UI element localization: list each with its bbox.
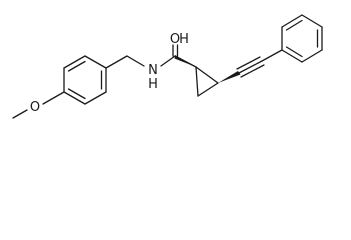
ring2-double-3 (285, 46, 303, 58)
carbonyl-hydrogen-label: H (179, 32, 189, 47)
atom-carbonyl-oxygen: O H (170, 32, 189, 47)
ether-oxygen-label: O (30, 100, 40, 115)
ring2-bond-f (281, 49, 303, 63)
cyclopropane-bond-b (197, 82, 219, 97)
wedge-bond-carbonyl (174, 55, 196, 67)
structure-canvas: O N H O H (12, 14, 323, 119)
atom-amide-nitrogen: N H (148, 63, 158, 92)
bond-alkyne-phenyl (261, 49, 283, 62)
ring2-bond-b (281, 14, 303, 28)
alkyne-triple-bond (236, 56, 265, 78)
cyclopropane-bond-c (195, 66, 219, 84)
bond-ring-ch2 (105, 55, 128, 69)
wedge-bond-alkyne (218, 71, 241, 83)
ring1-double-1 (67, 60, 86, 72)
cyclopropane-bond-a (195, 66, 199, 97)
ring2-bond-e (301, 49, 323, 63)
cyclopropane-ring (195, 66, 219, 97)
bond-ch2-nitrogen (126, 55, 145, 67)
ring1-bond-b (63, 55, 86, 69)
ring1-bond-c (84, 55, 107, 69)
ring1-bond-e (84, 91, 107, 105)
carbonyl-oxygen-label: O (170, 32, 180, 47)
ring1-bond-f (63, 91, 86, 105)
nitrogen-hydrogen-label: H (148, 77, 158, 92)
molecule-drawing: O N H O H (12, 14, 323, 119)
phenyl-ring (281, 14, 323, 63)
alkyne-line-3 (240, 64, 265, 78)
nitrogen-label: N (148, 63, 158, 78)
ring2-double-1 (285, 19, 303, 31)
methoxyphenyl-ring (63, 55, 107, 105)
alkyne-line-2 (236, 56, 261, 70)
alkyne-line-1 (238, 60, 263, 74)
bond-oxygen-ring (42, 91, 65, 105)
ring2-bond-c (301, 14, 323, 28)
atom-ether-oxygen: O (30, 100, 40, 115)
ring1-double-3 (67, 88, 86, 100)
bond-nitrogen-carbonyl (160, 55, 176, 67)
bond-methyl-oxygen (12, 109, 28, 119)
